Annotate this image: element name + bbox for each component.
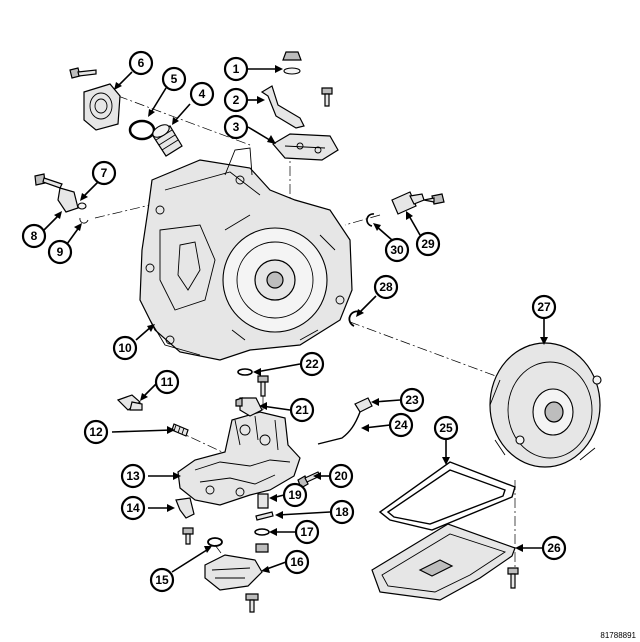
figure-id: 81788891 — [600, 631, 636, 640]
callout-5: 5 — [161, 66, 187, 92]
svg-text:28: 28 — [379, 280, 393, 294]
callout-21: 21 — [289, 397, 315, 423]
callout-25: 25 — [433, 415, 459, 441]
part-filter-housing — [83, 83, 121, 131]
svg-text:22: 22 — [305, 357, 319, 371]
svg-text:3: 3 — [233, 120, 240, 134]
callout-6: 6 — [128, 50, 154, 76]
callout-13: 13 — [120, 463, 146, 489]
callout-4: 4 — [189, 81, 215, 107]
callout-27: 27 — [531, 294, 557, 320]
callout-12: 12 — [83, 419, 109, 445]
callout-8: 8 — [21, 223, 47, 249]
svg-text:4: 4 — [199, 87, 206, 101]
part-transmission-case — [139, 147, 353, 361]
part-oil-pan — [371, 523, 519, 601]
callout-10: 10 — [112, 335, 138, 361]
callout-9: 9 — [47, 239, 73, 265]
svg-text:1: 1 — [233, 62, 240, 76]
leader-arrows — [43, 65, 548, 573]
callout-1: 1 — [223, 56, 249, 82]
svg-text:26: 26 — [547, 541, 561, 555]
bolts-upper — [69, 67, 333, 107]
part-retaining-clip — [175, 497, 195, 545]
part-pressure-solenoid — [235, 397, 263, 417]
callout-28: 28 — [373, 274, 399, 300]
svg-text:29: 29 — [421, 237, 435, 251]
part-oil-pan-gasket — [378, 461, 516, 531]
svg-text:11: 11 — [161, 375, 174, 389]
svg-text:10: 10 — [118, 341, 132, 355]
svg-text:25: 25 — [439, 421, 453, 435]
callout-24: 24 — [388, 412, 414, 438]
part-filter-element — [152, 124, 183, 157]
callout-22: 22 — [299, 351, 325, 377]
svg-text:12: 12 — [89, 425, 103, 439]
part-bracket — [260, 85, 305, 129]
svg-text:14: 14 — [126, 501, 140, 515]
callout-11: 11 — [154, 369, 180, 395]
svg-text:17: 17 — [300, 525, 314, 539]
callout-16: 16 — [284, 549, 310, 575]
part-oil-strainer — [204, 554, 263, 613]
part-torque-converter — [489, 342, 602, 468]
part-cover-plate — [272, 133, 339, 161]
part-spring-plunger — [254, 493, 274, 553]
callout-26: 26 — [541, 535, 567, 561]
callout-23: 23 — [399, 387, 425, 413]
svg-text:6: 6 — [138, 56, 145, 70]
svg-text:21: 21 — [295, 403, 309, 417]
svg-text:13: 13 — [126, 469, 140, 483]
part-speed-sensor-left — [34, 173, 89, 224]
svg-text:20: 20 — [334, 469, 348, 483]
svg-text:2: 2 — [233, 93, 240, 107]
callout-18: 18 — [329, 499, 355, 525]
svg-text:27: 27 — [537, 300, 551, 314]
part-solenoid-connector — [116, 394, 189, 437]
callout-2: 2 — [223, 87, 249, 113]
callout-14: 14 — [120, 495, 146, 521]
svg-text:24: 24 — [394, 418, 408, 432]
callout-3: 3 — [223, 114, 249, 140]
svg-text:9: 9 — [57, 245, 64, 259]
callout-7: 7 — [91, 160, 117, 186]
part-nut-washer — [282, 51, 302, 75]
svg-text:15: 15 — [155, 573, 169, 587]
callout-30: 30 — [384, 237, 410, 263]
part-seal-washer — [237, 368, 269, 397]
callout-19: 19 — [282, 482, 308, 508]
callout-15: 15 — [149, 567, 175, 593]
part-temperature-sensor — [317, 397, 373, 445]
svg-text:30: 30 — [390, 243, 404, 257]
callout-29: 29 — [415, 231, 441, 257]
svg-text:19: 19 — [288, 488, 302, 502]
part-valve-body — [177, 411, 301, 506]
svg-text:5: 5 — [171, 72, 178, 86]
callout-20: 20 — [328, 463, 354, 489]
svg-text:16: 16 — [290, 555, 304, 569]
svg-text:18: 18 — [335, 505, 349, 519]
part-o-ring — [128, 119, 156, 141]
svg-text:7: 7 — [101, 166, 108, 180]
part-speed-sensor-right — [366, 191, 445, 227]
part-filter-o-ring — [207, 537, 223, 547]
svg-text:23: 23 — [405, 393, 419, 407]
svg-text:8: 8 — [31, 229, 38, 243]
callout-17: 17 — [294, 519, 320, 545]
